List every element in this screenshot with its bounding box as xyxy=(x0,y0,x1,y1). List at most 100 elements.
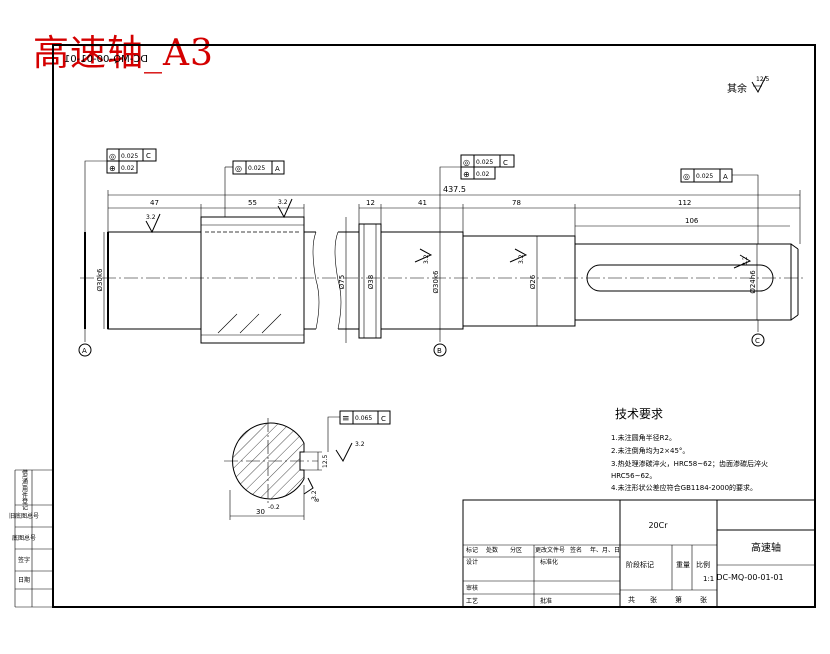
keyway-slot xyxy=(586,264,774,292)
svg-text:≡: ≡ xyxy=(342,414,350,424)
svg-text:0.025: 0.025 xyxy=(248,165,265,172)
svg-text:重量: 重量 xyxy=(676,561,690,569)
svg-text:第: 第 xyxy=(675,595,682,604)
datum-c-label: C xyxy=(755,337,760,345)
drawing-name-stamp: 高速轴_A3 xyxy=(33,33,214,74)
diameter-dimensions: Ø30k6 Ø75 Ø38 Ø30k6 Ø26 Ø24h6 xyxy=(96,217,758,343)
keyway-section-view: 30 -0.2 12.5 8 xyxy=(224,418,329,520)
tolerance-frame-keyway: ≡ 0.065 C xyxy=(327,410,391,452)
svg-text:12: 12 xyxy=(366,199,375,207)
svg-text:437.5: 437.5 xyxy=(443,185,466,194)
tech-req-title: 技术要求 xyxy=(615,407,663,421)
svg-text:张: 张 xyxy=(700,595,707,604)
svg-text:阶段标记: 阶段标记 xyxy=(626,560,654,569)
svg-text:张: 张 xyxy=(650,595,657,604)
roughness-rest-symbol: 12.5 xyxy=(751,75,770,94)
svg-text:审核: 审核 xyxy=(466,584,478,592)
svg-text:0.02: 0.02 xyxy=(476,171,490,178)
drawing-border xyxy=(52,44,816,608)
svg-text:年、月、日: 年、月、日 xyxy=(590,546,620,554)
svg-text:Ø26: Ø26 xyxy=(529,274,537,289)
svg-text:签名: 签名 xyxy=(570,546,582,554)
svg-text:更改文件号: 更改文件号 xyxy=(535,546,565,554)
svg-text:12.5: 12.5 xyxy=(756,76,770,83)
svg-text:112: 112 xyxy=(678,199,691,207)
svg-text:Ø38: Ø38 xyxy=(367,275,375,289)
left-journal xyxy=(107,231,202,330)
svg-text:◎: ◎ xyxy=(463,158,470,167)
datum-b-label: B xyxy=(437,347,442,355)
svg-text:◎: ◎ xyxy=(683,172,690,181)
title-scale: 1:1 xyxy=(703,575,714,583)
svg-text:C: C xyxy=(381,415,386,423)
svg-text:◎: ◎ xyxy=(109,152,116,161)
svg-text:8: 8 xyxy=(314,498,321,502)
svg-text:41: 41 xyxy=(418,199,427,207)
side-label-borrow: 借(通)用件登记 xyxy=(21,469,28,511)
mirrored-drawing-code: DC-MQ-00-01-01 xyxy=(64,54,148,65)
svg-text:标准化: 标准化 xyxy=(540,558,558,566)
svg-text:Ø30k6: Ø30k6 xyxy=(432,270,440,293)
svg-text:标记: 标记 xyxy=(466,546,478,554)
svg-text:78: 78 xyxy=(512,199,521,207)
svg-text:3.2: 3.2 xyxy=(278,199,288,206)
svg-text:共: 共 xyxy=(628,595,635,604)
tech-req-item-4: 4.未注形状公差应符合GB1184-2000的要求。 xyxy=(611,483,757,492)
svg-text:◎: ◎ xyxy=(235,164,242,173)
svg-text:⊕: ⊕ xyxy=(463,170,470,179)
svg-text:30: 30 xyxy=(256,508,265,516)
svg-text:批准: 批准 xyxy=(540,597,552,605)
svg-text:处数: 处数 xyxy=(486,546,498,554)
svg-text:Ø30k6: Ø30k6 xyxy=(96,268,104,291)
svg-text:0.025: 0.025 xyxy=(696,173,713,180)
svg-text:-0.2: -0.2 xyxy=(268,504,280,511)
end-section xyxy=(574,243,792,321)
svg-text:工艺: 工艺 xyxy=(466,597,478,605)
technical-requirements: 技术要求 1.未注圆角半径R2。 2.未注倒角均为2×45°。 3.热处理渗碳淬… xyxy=(611,407,768,492)
tech-req-item-2: 2.未注倒角均为2×45°。 xyxy=(611,446,689,455)
shaft-main-view xyxy=(80,216,805,344)
svg-text:3.2: 3.2 xyxy=(423,254,430,264)
roughness-rest-label: 其余 xyxy=(727,82,747,95)
svg-text:0.025: 0.025 xyxy=(121,153,138,160)
svg-text:55: 55 xyxy=(248,199,257,207)
title-drawing-no: DC-MQ-00-01-01 xyxy=(716,573,783,582)
svg-text:Ø24h6: Ø24h6 xyxy=(749,270,757,294)
svg-text:分区: 分区 xyxy=(510,546,522,554)
tolerance-frame-left: ◎ 0.025 C ⊕ 0.02 A xyxy=(78,148,157,357)
side-label-old-base: 旧底图总号 xyxy=(9,512,39,520)
side-label-sign: 签字 xyxy=(18,556,30,564)
svg-text:C: C xyxy=(503,159,508,167)
svg-text:0.02: 0.02 xyxy=(121,165,135,172)
svg-text:设计: 设计 xyxy=(466,558,478,566)
tech-req-item-3: 3.热处理渗碳淬火，HRC58~62；齿面渗碳后淬火 xyxy=(611,459,768,468)
gear-body xyxy=(200,216,305,344)
side-label-base: 底图总号 xyxy=(12,534,36,542)
svg-text:A: A xyxy=(275,165,280,173)
title-block: 20Cr 高速轴 DC-MQ-00-01-01 1:1 阶段标记 重量 比例 标… xyxy=(462,499,816,608)
svg-text:3.2: 3.2 xyxy=(742,256,749,266)
svg-text:0.025: 0.025 xyxy=(476,159,493,166)
tech-req-item-1: 1.未注圆角半径R2。 xyxy=(611,433,676,442)
svg-text:106: 106 xyxy=(685,217,699,225)
svg-text:3.2: 3.2 xyxy=(311,490,318,500)
svg-text:12.5: 12.5 xyxy=(322,454,329,468)
tech-req-item-3b: HRC56~62。 xyxy=(611,472,656,480)
title-material: 20Cr xyxy=(648,521,668,530)
svg-text:比例: 比例 xyxy=(696,560,710,569)
svg-text:3.2: 3.2 xyxy=(518,254,525,264)
side-label-date: 日期 xyxy=(18,576,30,584)
svg-text:Ø75: Ø75 xyxy=(338,275,346,289)
tolerance-frame-right: ◎ 0.025 A C xyxy=(680,168,765,347)
tolerance-frame-middle: ◎ 0.025 C ⊕ 0.02 B xyxy=(433,154,515,357)
svg-text:0.065: 0.065 xyxy=(355,415,372,422)
svg-text:⊕: ⊕ xyxy=(109,164,116,173)
tolerance-frame-gear: ◎ 0.025 A xyxy=(224,160,285,217)
roughness-marks: 3.2 3.2 3.2 3.2 3.2 3.2 3.2 xyxy=(145,198,752,500)
middle-section xyxy=(462,235,576,327)
journal-b xyxy=(380,231,464,330)
title-part-name: 高速轴 xyxy=(751,541,781,554)
svg-text:C: C xyxy=(146,152,151,160)
datum-a-label: A xyxy=(82,347,87,355)
